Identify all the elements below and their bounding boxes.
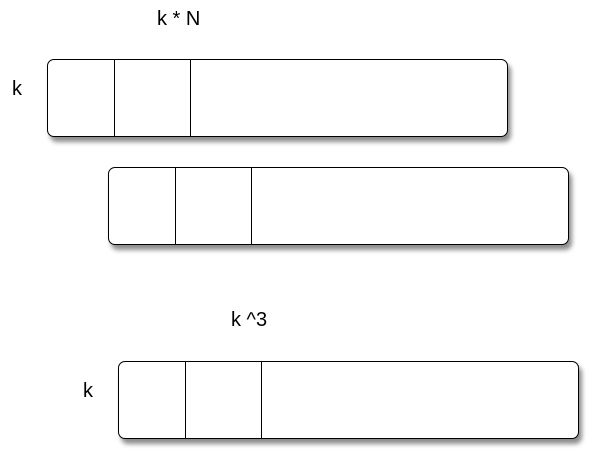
bottom-bar-divider-1 [185, 362, 186, 438]
top-bar-2-divider-1 [175, 168, 176, 244]
top-group-label: k * N [157, 8, 201, 30]
bottom-group-side-label: k [83, 380, 93, 402]
top-bar-2 [108, 167, 569, 245]
top-bar-2-divider-2 [251, 168, 252, 244]
top-bar-1-divider-1 [114, 60, 115, 136]
bottom-bar [118, 361, 579, 439]
bottom-group-label: k ^3 [231, 309, 268, 331]
top-bar-1 [47, 59, 508, 137]
top-group-side-label: k [12, 78, 22, 100]
top-bar-1-divider-2 [190, 60, 191, 136]
bottom-bar-divider-2 [261, 362, 262, 438]
